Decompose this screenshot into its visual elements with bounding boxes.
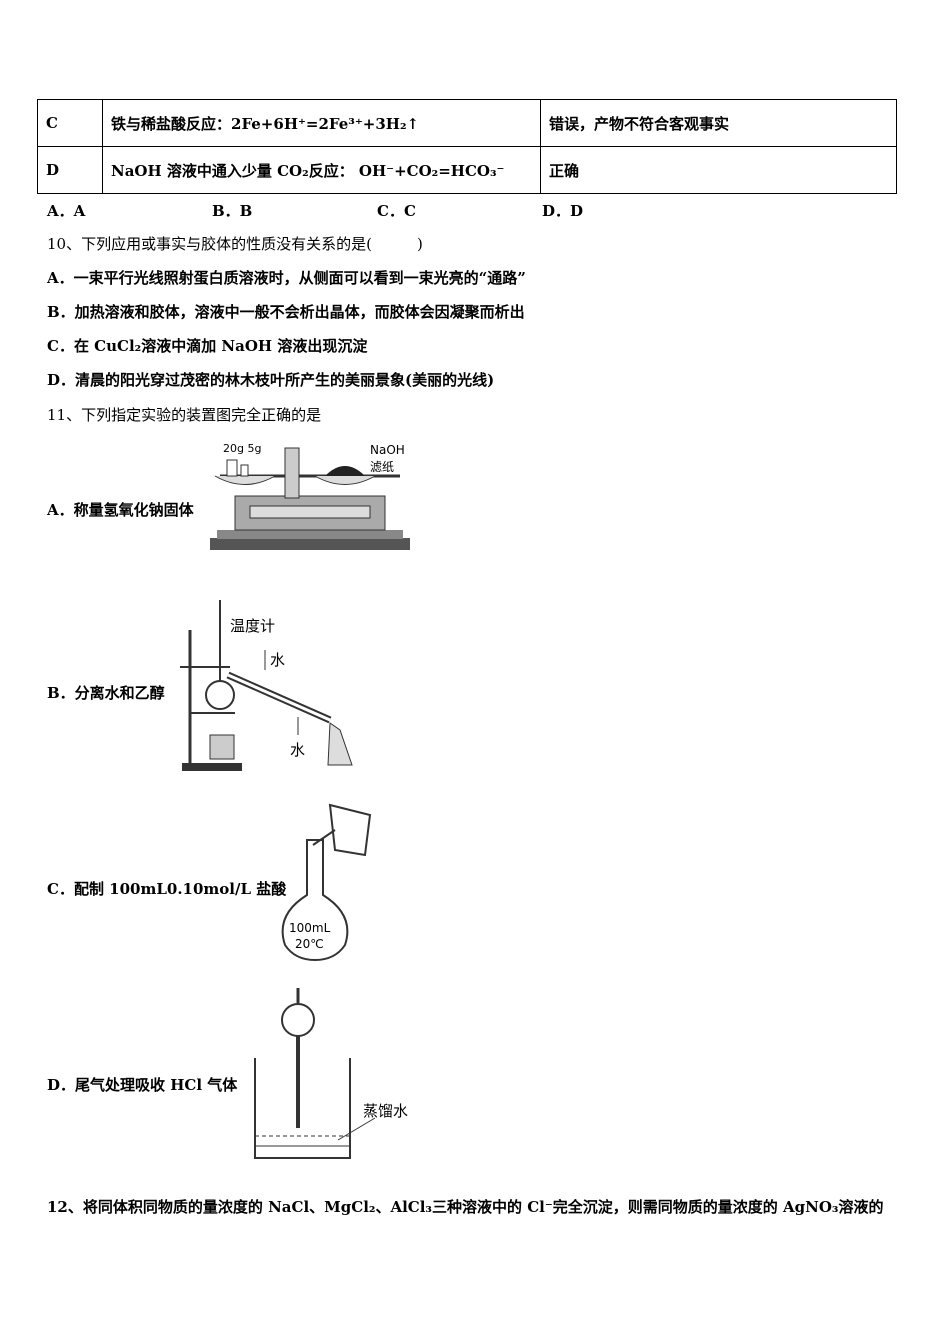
flask-temp-label: 20℃ <box>295 937 324 951</box>
flask-volume-label: 100mL <box>289 921 331 935</box>
row-label: C <box>37 99 103 147</box>
table-row: C 铁与稀盐酸反应：2Fe+6H⁺=2Fe³⁺+3H₂↑ 错误，产物不符合客观事… <box>37 99 897 147</box>
thermometer-label: 温度计 <box>230 617 275 635</box>
option-d[interactable]: D．D <box>542 202 584 220</box>
option-b[interactable]: B．B <box>212 202 253 220</box>
balance-figure: 20g 5g NaOH 滤纸 <box>205 438 415 557</box>
row-label: D <box>37 146 103 194</box>
q11-stem: 11、下列指定实验的装置图完全正确的是 <box>47 406 322 424</box>
q10-option-b[interactable]: B．加热溶液和胶体，溶液中一般不会析出晶体，而胶体会因凝聚而析出 <box>47 303 525 321</box>
q10-stem: 10、下列应用或事实与胶体的性质没有关系的是( ) <box>47 235 423 253</box>
distilled-water-label: 蒸馏水 <box>363 1102 408 1120</box>
gas-absorption-figure: 蒸馏水 <box>250 988 430 1167</box>
answer-table: C 铁与稀盐酸反应：2Fe+6H⁺=2Fe³⁺+3H₂↑ 错误，产物不符合客观事… <box>37 99 897 194</box>
filter-paper-label: 滤纸 <box>370 460 394 474</box>
row-content: 铁与稀盐酸反应：2Fe+6H⁺=2Fe³⁺+3H₂↑ <box>102 99 541 147</box>
q12-stem: 12、将同体积同物质的量浓度的 NaCl、MgCl₂、AlCl₃三种溶液中的 C… <box>47 1198 884 1216</box>
q11-option-b[interactable]: B．分离水和乙醇 <box>47 684 165 702</box>
table-row: D NaOH 溶液中通入少量 CO₂反应： OH⁻+CO₂=HCO₃⁻ 正确 <box>37 146 897 194</box>
distillation-figure: 温度计 水 水 <box>180 595 400 779</box>
row-judgement: 错误，产物不符合客观事实 <box>540 99 897 147</box>
q11-option-a[interactable]: A．称量氢氧化钠固体 <box>47 501 194 519</box>
q10-option-a[interactable]: A．一束平行光线照射蛋白质溶液时，从侧面可以看到一束光亮的“通路” <box>47 269 526 287</box>
water-in-label: 水 <box>270 651 285 669</box>
q10-option-d[interactable]: D．清晨的阳光穿过茂密的林木枝叶所产生的美丽景象(美丽的光线) <box>47 371 495 389</box>
q9-options: A．A B．B C．C D．D <box>47 200 707 221</box>
volumetric-flask-figure: 100mL 20℃ <box>275 800 385 969</box>
option-c[interactable]: C．C <box>377 202 416 220</box>
q10-option-c[interactable]: C．在 CuCl₂溶液中滴加 NaOH 溶液出现沉淀 <box>47 337 368 355</box>
water-out-label: 水 <box>290 741 305 759</box>
naoh-label: NaOH <box>370 443 405 457</box>
q11-option-c[interactable]: C．配制 100mL0.10mol/L 盐酸 <box>47 880 287 898</box>
row-judgement: 正确 <box>540 146 897 194</box>
weights-label: 20g 5g <box>223 442 261 455</box>
option-a[interactable]: A．A <box>47 202 86 220</box>
q11-option-d[interactable]: D．尾气处理吸收 HCl 气体 <box>47 1076 238 1094</box>
row-content: NaOH 溶液中通入少量 CO₂反应： OH⁻+CO₂=HCO₃⁻ <box>102 146 541 194</box>
